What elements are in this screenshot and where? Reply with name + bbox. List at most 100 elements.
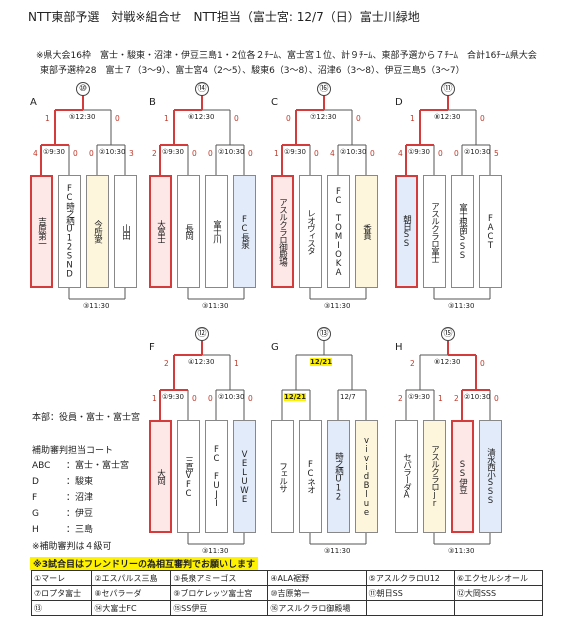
legend-cell: ①マーレ (30, 570, 93, 586)
consolation-time: ③11:30 (202, 302, 229, 310)
legend-cell: ⑮SS伊豆 (170, 600, 269, 616)
staff-court-title: 補助審判担当コート (32, 446, 114, 456)
team-box: 大岡 (149, 420, 172, 533)
team-box: 時之栖U12 (327, 420, 350, 533)
team-box: 大富士 (149, 175, 172, 288)
semi-time-left: ①9:30 (43, 148, 65, 156)
legend-cell: ⑧セパラーダ (91, 585, 172, 601)
score: 0 (494, 394, 499, 403)
semi-time-left: ①9:30 (284, 148, 306, 156)
legend-cell: ②エスパルス三島 (91, 570, 172, 586)
score: 3 (129, 149, 134, 158)
semi-time-right: ②10:30 (464, 148, 491, 156)
team-box: 山田 (114, 175, 137, 288)
staff-row-g: G：伊豆 (32, 507, 93, 522)
final-time: ⑦12:30 (310, 113, 337, 121)
staff-row-d: D ：駿東 (32, 475, 93, 490)
team-box: vividBlue (355, 420, 378, 533)
team-legend-table: ①マーレ ②エスパルス三島 ③長泉アミーゴス ④ALA裾野 ⑤アスルクラロU12… (30, 570, 544, 616)
legend-cell: ⑩吉原第一 (267, 585, 367, 601)
final-time: 12/21 (310, 358, 333, 366)
group-seed: ⑬ (317, 327, 331, 341)
score: 0 (89, 149, 94, 158)
score: 0 (370, 149, 375, 158)
legend-cell: ⑯アスルクラロ御殿場 (267, 600, 367, 616)
semi-time-right: ②10:30 (218, 393, 245, 401)
note-line-1: ※県大会16枠 富士・駿東・沼津・伊豆三島1・2位各２ﾁｰﾑ、富士宮１位、計９ﾁ… (36, 51, 537, 61)
score: 0 (480, 114, 485, 123)
team-box: フェルサ (271, 420, 294, 533)
group-label: A (30, 97, 37, 108)
final-time: ⑧12:30 (434, 113, 461, 121)
score: 1 (164, 114, 169, 123)
score: 0 (438, 149, 443, 158)
consolation-time: ③11:30 (324, 302, 351, 310)
semi-time-left: ①9:30 (162, 393, 184, 401)
consolation-time: ③11:30 (448, 302, 475, 310)
team-box: FCネオ (299, 420, 322, 533)
court: ABC (32, 461, 51, 471)
legend-cell: ⑫大岡SSS (453, 585, 544, 601)
court: D (32, 477, 39, 487)
score: 1 (274, 149, 279, 158)
legend-cell: ④ALA裾野 (267, 570, 367, 586)
semi-time-right: ②10:30 (218, 148, 245, 156)
team-box: FC時之栖U12SND (58, 175, 81, 288)
assignee: ：駿東 (66, 477, 94, 487)
group-label: G (271, 342, 279, 353)
semi-time-right: 12/7 (340, 393, 356, 401)
score: 4 (33, 149, 38, 158)
consolation-time: ③11:30 (83, 302, 110, 310)
team-box: セパラーダA (395, 420, 418, 533)
consolation-time: ③11:30 (324, 547, 351, 555)
score: 0 (248, 394, 253, 403)
group-label: C (271, 97, 278, 108)
score: 1 (45, 114, 50, 123)
legend-row: ⑦ロプタ富士 ⑧セパラーダ ⑨ブロケレッツ富士宮 ⑩吉原第一 ⑪朝日SS ⑫大岡… (30, 585, 544, 601)
team-box: 吉原第一 (30, 175, 53, 288)
court: H (32, 525, 39, 535)
team-box: アスルクラロjr (423, 420, 446, 533)
team-box: VELUWE (233, 420, 256, 533)
semi-time-right: ②10:30 (464, 393, 491, 401)
group-seed: ⑮ (441, 327, 455, 341)
group-seed: ⑯ (317, 82, 331, 96)
staff-hq: 本部：役員・富士・富士宮 (32, 413, 141, 423)
assignee: ：富士・富士宮 (66, 461, 130, 471)
team-box: 朝日SS (395, 175, 418, 288)
semi-time-left: ①9:30 (408, 393, 430, 401)
score: 0 (480, 359, 485, 368)
consolation-time: ③11:30 (202, 547, 229, 555)
semi-time-left: 12/21 (284, 393, 307, 401)
team-box: 清水西小SSS (479, 420, 502, 533)
team-box: 香貫 (355, 175, 378, 288)
consolation-time: ③11:30 (448, 547, 475, 555)
legend-cell (365, 600, 455, 616)
group-label: B (149, 97, 156, 108)
score: 1 (438, 394, 443, 403)
legend-row: ⑬ ⑭大富士FC ⑮SS伊豆 ⑯アスルクラロ御殿場 (30, 600, 544, 616)
staff-row-f: F：沼津 (32, 491, 93, 506)
friendly-banner: ※3試合目はフレンドリーの為相互審判でお願いします (30, 557, 259, 570)
score: 2 (398, 394, 403, 403)
team-box: 今所愛 (86, 175, 109, 288)
legend-cell: ⑥エクセルシオール (453, 570, 544, 586)
score: 5 (494, 149, 499, 158)
score: 0 (286, 114, 291, 123)
court: F (32, 493, 38, 503)
final-time: ⑤12:30 (69, 113, 96, 121)
final-time: ⑧12:30 (434, 358, 461, 366)
team-box: FACT (479, 175, 502, 288)
legend-cell (453, 600, 544, 616)
legend-cell: ⑤アスルクラロU12 (365, 570, 455, 586)
legend-cell: ⑭大富士FC (91, 600, 172, 616)
staff-row-h: H：三島 (32, 523, 93, 538)
score: 4 (398, 149, 403, 158)
final-time: ⑥12:30 (188, 113, 215, 121)
group-seed: ⑪ (441, 82, 455, 96)
score: 2 (164, 359, 169, 368)
assignee: ：伊豆 (66, 509, 94, 519)
group-seed: ⑭ (195, 82, 209, 96)
semi-time-left: ①9:30 (162, 148, 184, 156)
legend-row: ①マーレ ②エスパルス三島 ③長泉アミーゴス ④ALA裾野 ⑤アスルクラロU12… (30, 570, 544, 586)
